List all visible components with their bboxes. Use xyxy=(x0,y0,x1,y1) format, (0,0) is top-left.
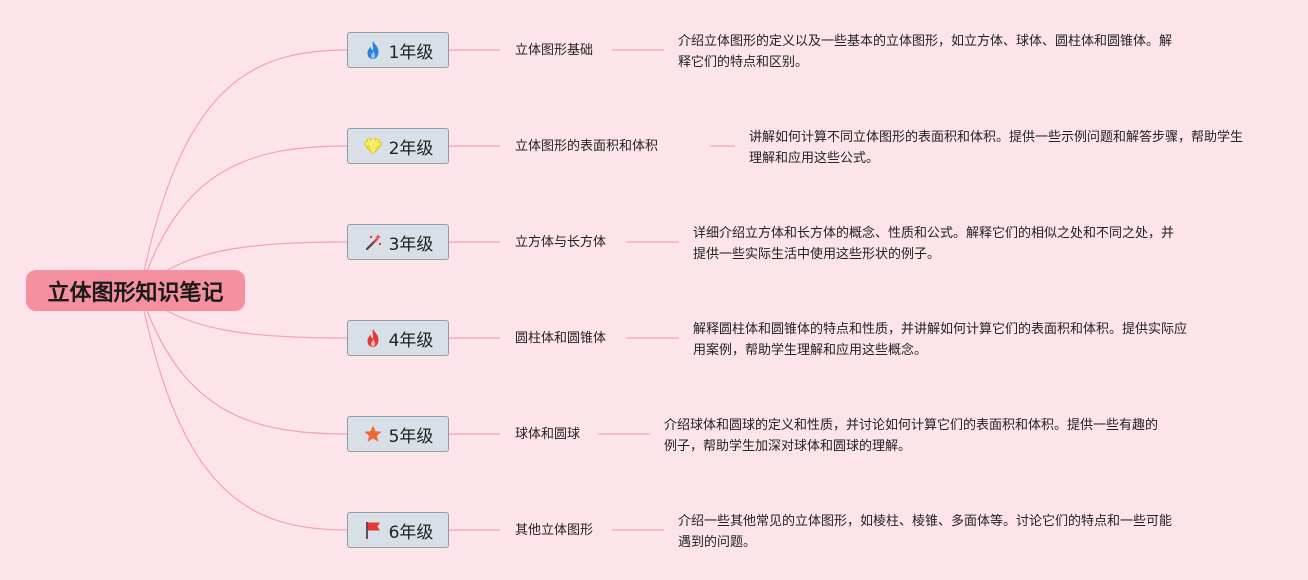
topic-3[interactable]: 立方体与长方体 xyxy=(515,235,607,250)
grade-node-2[interactable]: 2年级 xyxy=(347,128,449,164)
flag-red-icon xyxy=(363,520,383,540)
grade-label: 6年级 xyxy=(388,522,434,543)
grade-label: 4年级 xyxy=(388,330,434,351)
grade-label: 3年级 xyxy=(388,234,434,255)
connector-root-grade-5 xyxy=(139,290,348,435)
grade-node-6[interactable]: 6年级 xyxy=(347,512,449,548)
grade-label: 5年级 xyxy=(388,426,434,447)
topic-1[interactable]: 立体图形基础 xyxy=(515,43,594,58)
root-node[interactable]: 立体图形知识笔记 xyxy=(26,270,245,311)
grade-node-5[interactable]: 5年级 xyxy=(347,416,449,452)
topic-4[interactable]: 圆柱体和圆锥体 xyxy=(515,331,607,346)
flame-red-icon xyxy=(363,328,383,348)
gem-yellow-icon xyxy=(362,136,383,156)
grade-label: 1年级 xyxy=(388,42,434,63)
star-orange-icon xyxy=(363,424,383,444)
grade-label: 2年级 xyxy=(388,138,434,159)
description-2: 讲解如何计算不同立体图形的表面积和体积。提供一些示例问题和解答步骤，帮助学生理解… xyxy=(749,130,1244,166)
root-title: 立体图形知识笔记 xyxy=(47,280,224,306)
topic-6[interactable]: 其他立体图形 xyxy=(515,523,594,538)
grade-node-1[interactable]: 1年级 xyxy=(347,32,449,68)
connector-root-grade-1 xyxy=(139,49,348,292)
description-3: 详细介绍立方体和长方体的概念、性质和公式。解释它们的相似之处和不同之处，并提供一… xyxy=(693,226,1175,262)
grade-node-4[interactable]: 4年级 xyxy=(347,320,449,356)
topic-5[interactable]: 球体和圆球 xyxy=(515,427,581,442)
description-4: 解释圆柱体和圆锥体的特点和性质，并讲解如何计算它们的表面积和体积。提供实际应用案… xyxy=(693,322,1188,358)
description-6: 介绍一些其他常见的立体图形，如棱柱、棱锥、多面体等。讨论它们的特点和一些可能遇到… xyxy=(678,514,1173,550)
flame-blue-icon xyxy=(363,40,383,60)
connector-root-grade-6 xyxy=(139,290,348,531)
description-1: 介绍立体图形的定义以及一些基本的立体图形，如立方体、球体、圆柱体和圆锥体。解释它… xyxy=(678,34,1173,70)
description-5: 介绍球体和圆球的定义和性质，并讨论如何计算它们的表面积和体积。提供一些有趣的例子… xyxy=(664,418,1159,454)
magic-wand-icon xyxy=(363,232,383,252)
connector-root-grade-2 xyxy=(139,145,348,292)
grade-node-3[interactable]: 3年级 xyxy=(347,224,449,260)
topic-2[interactable]: 立体图形的表面积和体积 xyxy=(515,139,659,154)
